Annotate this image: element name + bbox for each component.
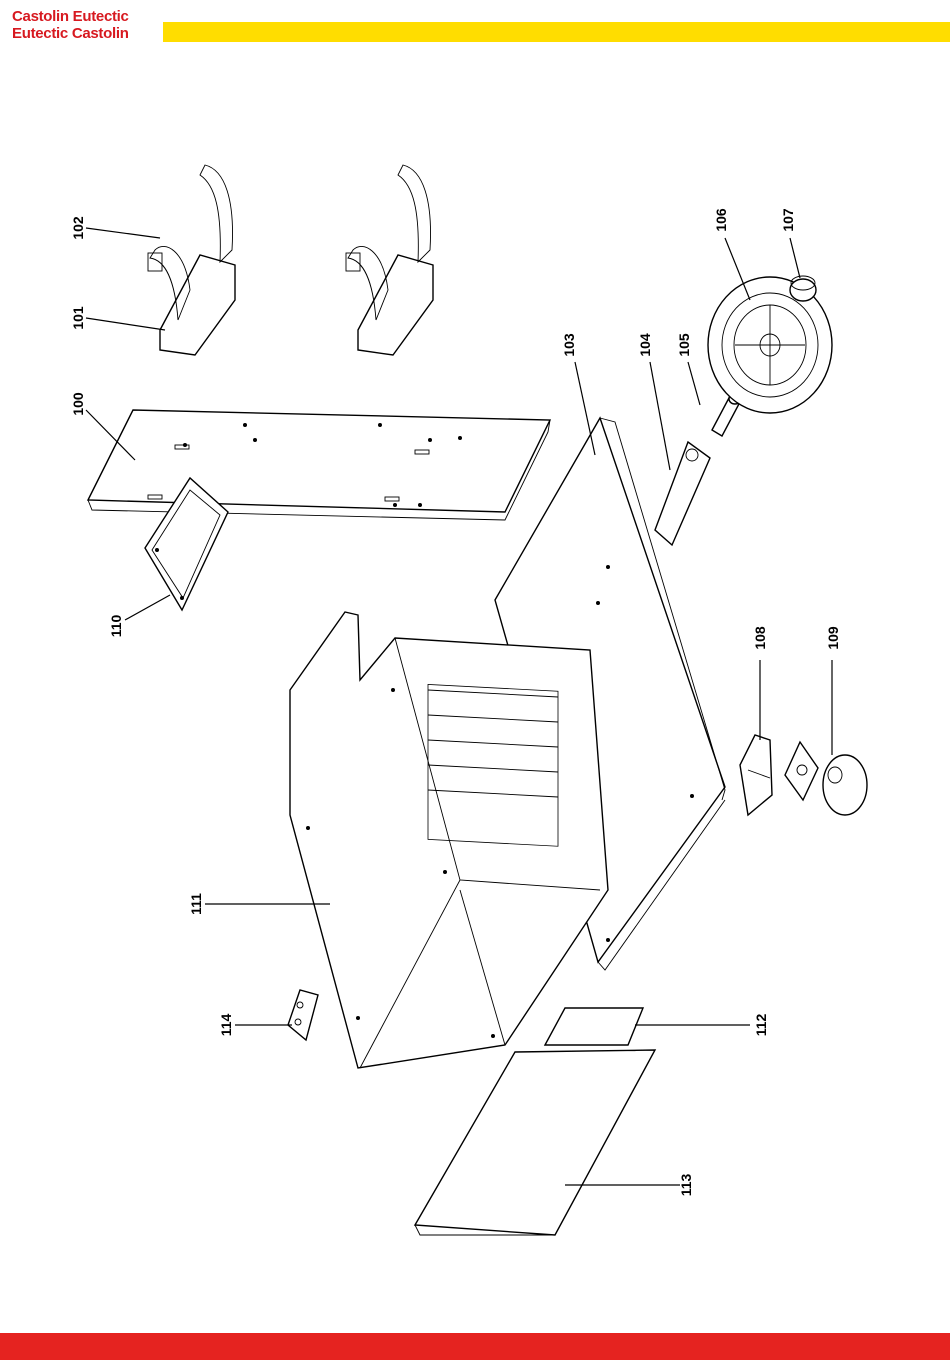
footer-red-bar [0, 1333, 950, 1360]
label-109: 109 [825, 626, 841, 650]
label-112: 112 [753, 1013, 769, 1036]
part-112-side-panel [545, 1008, 643, 1045]
part-107-wheel-cap [790, 276, 816, 301]
label-108: 108 [752, 626, 768, 650]
part-101-102-straps-right [346, 165, 433, 355]
label-114: 114 [218, 1013, 234, 1036]
label-111: 111 [188, 893, 204, 915]
label-104: 104 [637, 333, 653, 357]
label-102: 102 [70, 216, 86, 240]
label-103: 103 [561, 333, 577, 357]
label-113: 113 [678, 1173, 694, 1196]
part-111-main-housing [290, 612, 608, 1068]
part-104-axle-rail [655, 442, 710, 545]
part-108-caster-bracket [740, 735, 772, 815]
part-114-grommet [288, 990, 318, 1040]
label-107: 107 [780, 208, 796, 232]
part-101-102-straps-left [148, 165, 235, 355]
label-105: 105 [676, 333, 692, 357]
label-106: 106 [713, 208, 729, 232]
part-113-cover-panel [415, 1050, 655, 1235]
label-101: 101 [70, 306, 86, 330]
part-100-rear-panel [88, 410, 550, 520]
part-109-swivel-caster [785, 742, 867, 815]
label-100: 100 [70, 392, 86, 416]
label-110: 110 [108, 614, 124, 637]
